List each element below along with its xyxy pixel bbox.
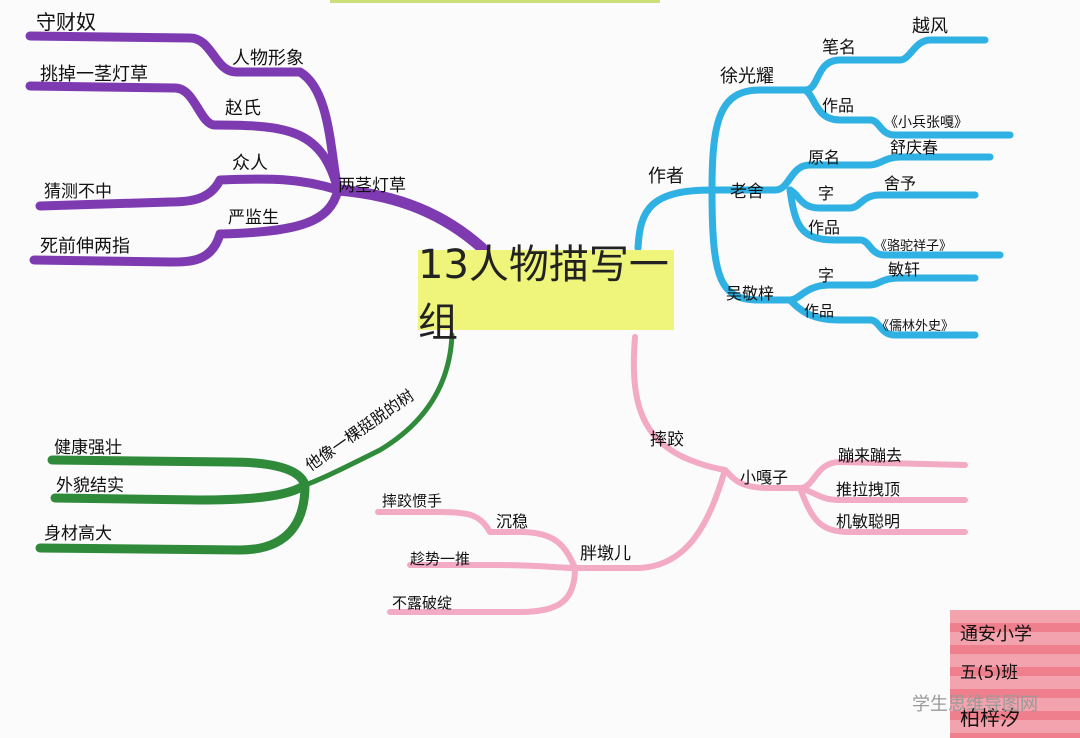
- purple-node-1: 人物形象: [232, 48, 304, 69]
- author-2-zi-label: 字: [818, 184, 835, 203]
- watermark: 学生思维导图网: [912, 694, 1038, 715]
- green-leaf-1: 健康强壮: [54, 438, 122, 458]
- author-3-name: 吴敬梓: [726, 284, 775, 303]
- stamp-class: 五(5)班: [960, 663, 1019, 683]
- author-1-work: 《小兵张嘎》: [884, 115, 968, 131]
- author-2-origname-label: 原名: [808, 148, 841, 167]
- pink-leaf-1c: 机敏聪明: [836, 512, 901, 531]
- author-3-work: 《儒林外史》: [876, 319, 955, 334]
- stamp-name: 柏梓汐: [960, 706, 1020, 730]
- author-1-penname: 越风: [912, 16, 948, 37]
- blue-branch: [634, 36, 1014, 339]
- author-1-works-label: 作品: [822, 96, 855, 115]
- purple-leaf-3: 猜测不中: [44, 182, 112, 202]
- pink-hub-label: 摔跤: [650, 430, 684, 450]
- top-edge-line: [330, 0, 660, 3]
- pink-branch: [375, 334, 968, 615]
- author-2-work: 《骆驼祥子》: [874, 239, 953, 254]
- purple-hub-label: 两茎灯草: [338, 176, 406, 196]
- author-1-name: 徐光耀: [720, 66, 774, 87]
- purple-leaf-4: 死前伸两指: [40, 236, 130, 257]
- green-branch: [35, 332, 455, 555]
- pink-leaf-1b: 推拉拽顶: [836, 480, 901, 499]
- pink-leaf-1a: 蹦来蹦去: [838, 446, 903, 465]
- pink-leaf-2a: 摔跤惯手: [382, 492, 443, 510]
- author-3-works-label: 作品: [804, 302, 835, 320]
- pink-node-1: 小嘎子: [740, 468, 789, 487]
- purple-node-2: 赵氏: [225, 98, 261, 119]
- author-2-zi: 舍予: [884, 174, 917, 193]
- pink-leaf-2c: 不露破绽: [392, 594, 453, 612]
- author-stamp: 通安小学 五(5)班 柏梓汐: [950, 610, 1080, 738]
- purple-branch: [25, 31, 488, 267]
- author-3-zi: 敏轩: [888, 260, 921, 279]
- purple-node-4: 严监生: [228, 208, 279, 228]
- central-topic-title: 13人物描写一组: [418, 242, 669, 346]
- blue-hub-label: 作者: [648, 166, 684, 187]
- pink-node-2a-label: 沉稳: [496, 512, 529, 531]
- author-2-origname: 舒庆春: [890, 138, 939, 157]
- stamp-school: 通安小学: [960, 624, 1032, 645]
- purple-node-3: 众人: [232, 153, 268, 174]
- author-3-zi-label: 字: [818, 266, 835, 285]
- pink-leaf-2b: 趁势一推: [410, 550, 471, 568]
- author-2-name: 老舍: [730, 182, 764, 202]
- purple-leaf-1: 守财奴: [36, 10, 96, 34]
- author-1-penname-label: 笔名: [822, 38, 856, 58]
- central-topic: 13人物描写一组: [418, 242, 674, 346]
- green-leaf-3: 身材高大: [44, 524, 112, 544]
- purple-leaf-2: 挑掉一茎灯草: [40, 64, 148, 85]
- pink-node-2: 胖墩儿: [580, 544, 631, 564]
- author-2-works-label: 作品: [808, 218, 841, 237]
- green-leaf-2: 外貌结实: [56, 476, 124, 496]
